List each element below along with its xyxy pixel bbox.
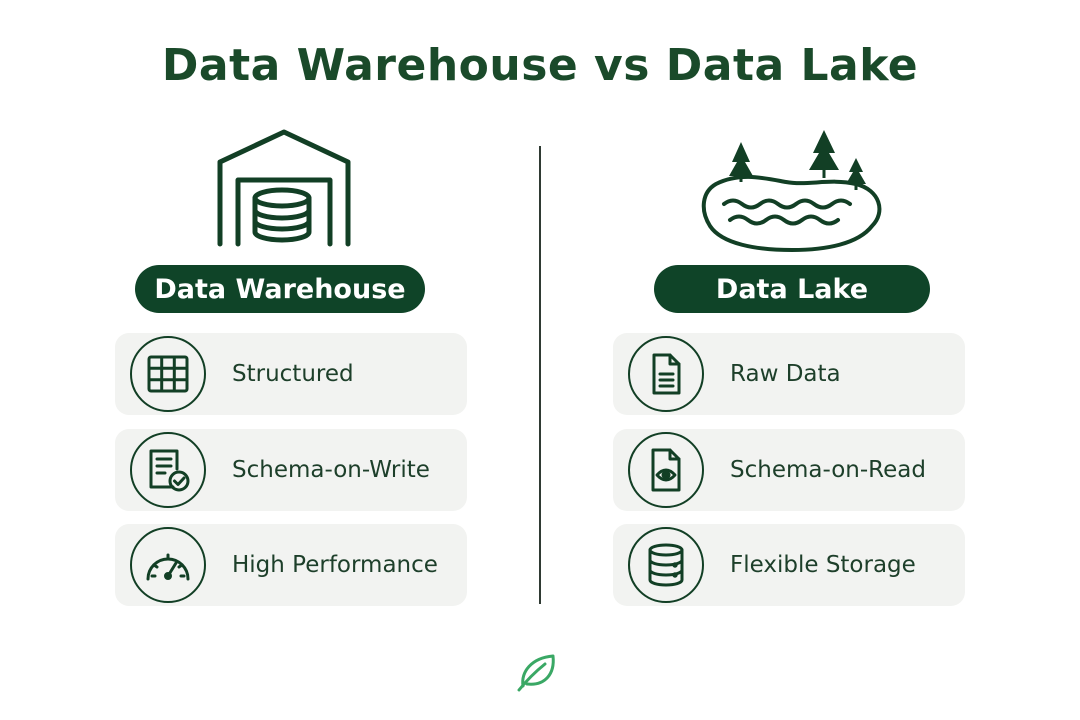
database-stack-icon bbox=[628, 527, 704, 603]
grid-table-icon bbox=[130, 336, 206, 412]
item-label: Raw Data bbox=[730, 361, 841, 387]
document-icon bbox=[628, 336, 704, 412]
item-label: High Performance bbox=[232, 552, 438, 578]
item-label: Structured bbox=[232, 361, 354, 387]
leaf-icon bbox=[517, 654, 555, 692]
data-warehouse-heading: Data Warehouse bbox=[135, 265, 425, 313]
column-divider bbox=[539, 146, 541, 604]
list-item: Flexible Storage bbox=[613, 524, 965, 606]
item-label: Flexible Storage bbox=[730, 552, 916, 578]
data-lake-heading: Data Lake bbox=[654, 265, 930, 313]
item-label: Schema-on-Write bbox=[232, 457, 430, 483]
document-eye-icon bbox=[628, 432, 704, 508]
warehouse-database-icon bbox=[217, 129, 351, 247]
list-item: Raw Data bbox=[613, 333, 965, 415]
page-title: Data Warehouse vs Data Lake bbox=[161, 40, 919, 91]
list-item: Schema-on-Read bbox=[613, 429, 965, 511]
item-label: Schema-on-Read bbox=[730, 457, 926, 483]
list-item: Structured bbox=[115, 333, 467, 415]
speedometer-icon bbox=[130, 527, 206, 603]
list-item: Schema-on-Write bbox=[115, 429, 467, 511]
document-check-icon bbox=[130, 432, 206, 508]
lake-with-trees-icon bbox=[701, 130, 882, 253]
list-item: High Performance bbox=[115, 524, 467, 606]
